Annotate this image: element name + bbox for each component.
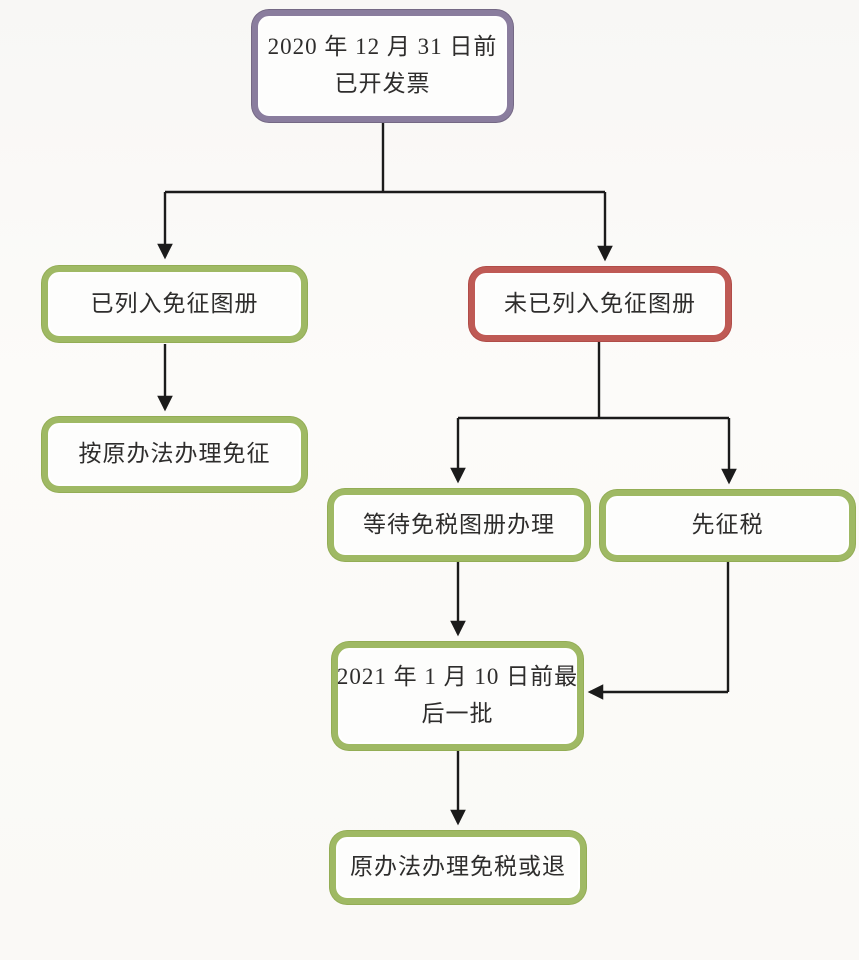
node-label-line: 先征税 <box>691 512 764 538</box>
node-handle-exemption-original-method: 按原办法办理免征 <box>42 417 307 492</box>
node-label-line: 已开发票 <box>334 71 431 96</box>
node-label-line: 2021 年 1 月 10 日前最 <box>336 664 579 690</box>
node-label-line: 2020 年 12 月 31 日前 <box>267 34 498 60</box>
node-listed-in-exemption-catalog: 已列入免征图册 <box>42 266 307 342</box>
node-tax-first: 先征税 <box>600 490 855 561</box>
node-label-line: 等待免税图册办理 <box>363 511 555 537</box>
node-wait-for-catalog-processing: 等待免税图册办理 <box>328 489 590 561</box>
node-label-line: 未已列入免征图册 <box>504 290 696 316</box>
node-exempt-or-refund-original-method: 原办法办理免税或退 <box>330 831 586 904</box>
node-not-listed-in-exemption-catalog: 未已列入免征图册 <box>469 267 731 341</box>
node-label-line: 后一批 <box>421 701 494 726</box>
node-invoiced-before-2020-12-31: 2020 年 12 月 31 日前 已开发票 <box>252 10 513 122</box>
node-label-line: 按原办法办理免征 <box>78 441 271 467</box>
node-label-line: 已列入免征图册 <box>90 290 259 316</box>
node-label-line: 原办法办理免税或退 <box>350 854 566 880</box>
node-last-batch-before-2021-01-10: 2021 年 1 月 10 日前最 后一批 <box>332 642 583 750</box>
